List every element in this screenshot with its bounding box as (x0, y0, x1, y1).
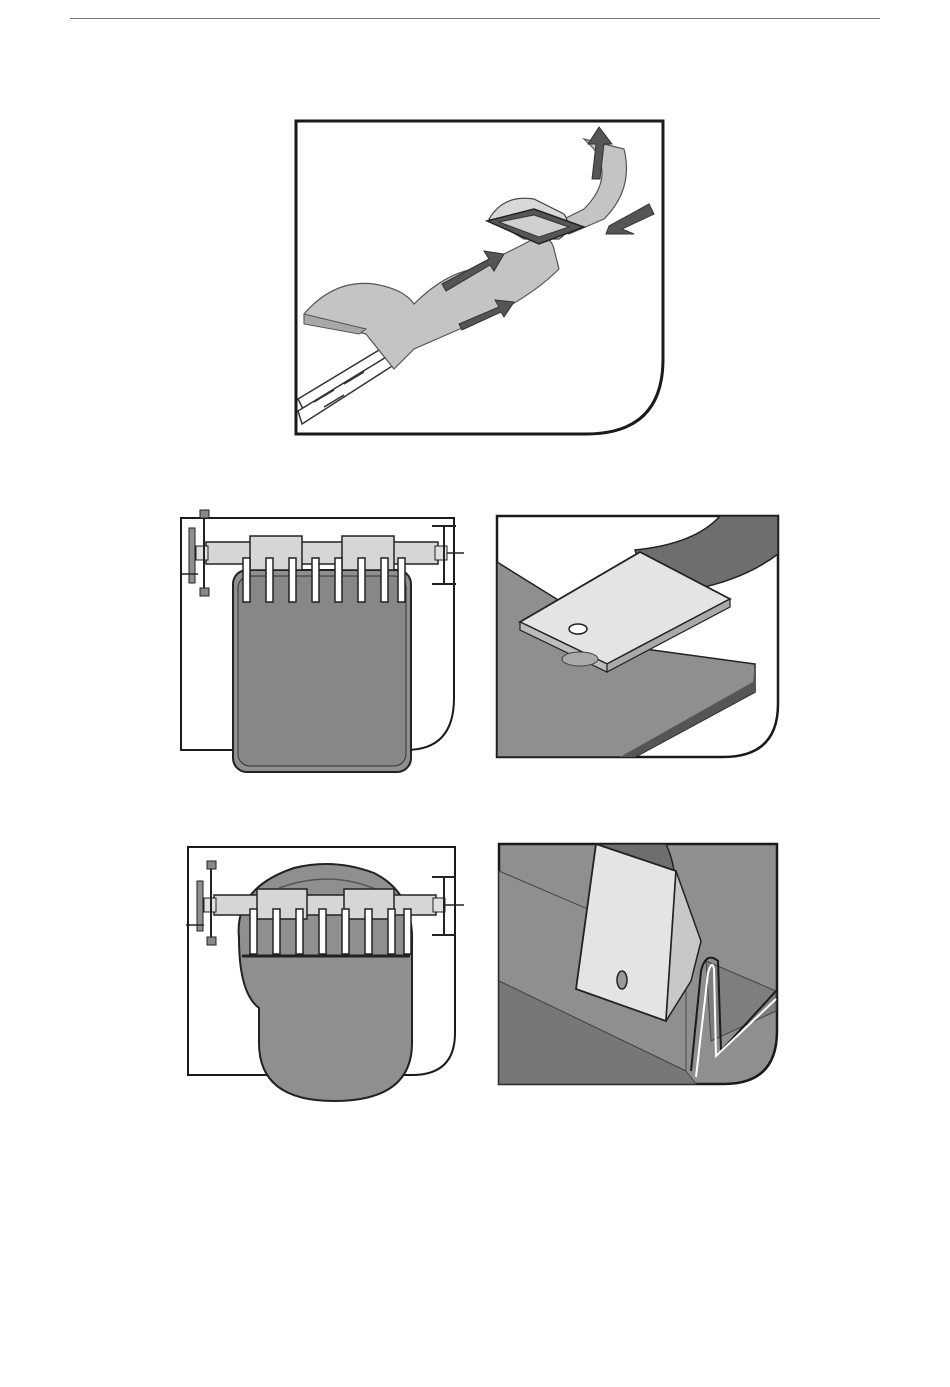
header-rule (70, 18, 880, 19)
clip-folded-figure (496, 841, 782, 1089)
clamp-square-figure (176, 508, 468, 776)
strap-fastener-figure (294, 119, 666, 437)
clamp-rounded-figure (184, 843, 468, 1105)
clip-on-panel-figure (495, 514, 781, 760)
